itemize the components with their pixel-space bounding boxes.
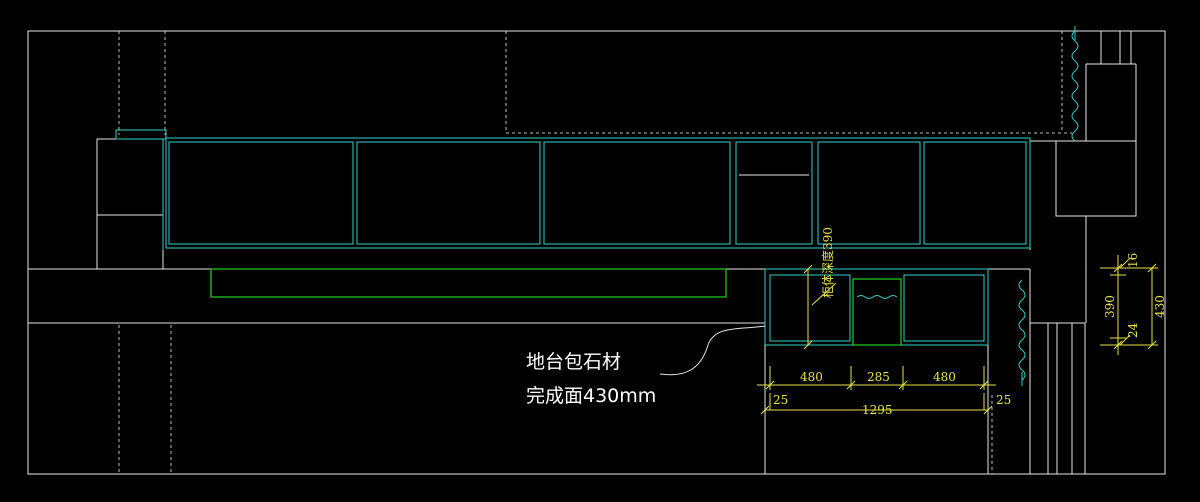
dim-offset-left: 25 [773,393,788,407]
dim-480-left: 480 [800,370,823,384]
dim-right-low: 24 [1126,322,1140,338]
dim-offset-right: 25 [996,393,1011,407]
upper-cabinet-row [165,137,1031,249]
dim-480-right: 480 [933,370,956,384]
note-line-1: 地台包石材 [526,351,621,373]
note-leader [659,325,766,376]
under-counter-strip [210,268,727,298]
right-dimension-lines [1100,255,1158,355]
drawing-frame [27,30,1166,475]
dim-right-total: 430 [1153,295,1167,318]
dim-right-small: 16 [1126,253,1140,268]
break-line-bottom [1018,279,1026,381]
platform-outline [28,140,1086,474]
right-column [1047,31,1137,474]
depth-label: 柜体深度390 [820,227,835,298]
bottom-dimension-lines [757,345,996,474]
dim-total: 1295 [862,403,893,417]
dim-285: 285 [867,370,890,384]
dashed-outline-left [118,31,166,135]
dim-right-mid: 390 [1103,295,1117,318]
break-line-top [1071,30,1079,142]
dashed-outline-top [505,31,1072,134]
left-pillar [96,129,167,270]
note-line-2: 完成面430mm [526,385,656,407]
depth-dimension [803,264,837,350]
lower-cabinet-unit [764,268,989,346]
